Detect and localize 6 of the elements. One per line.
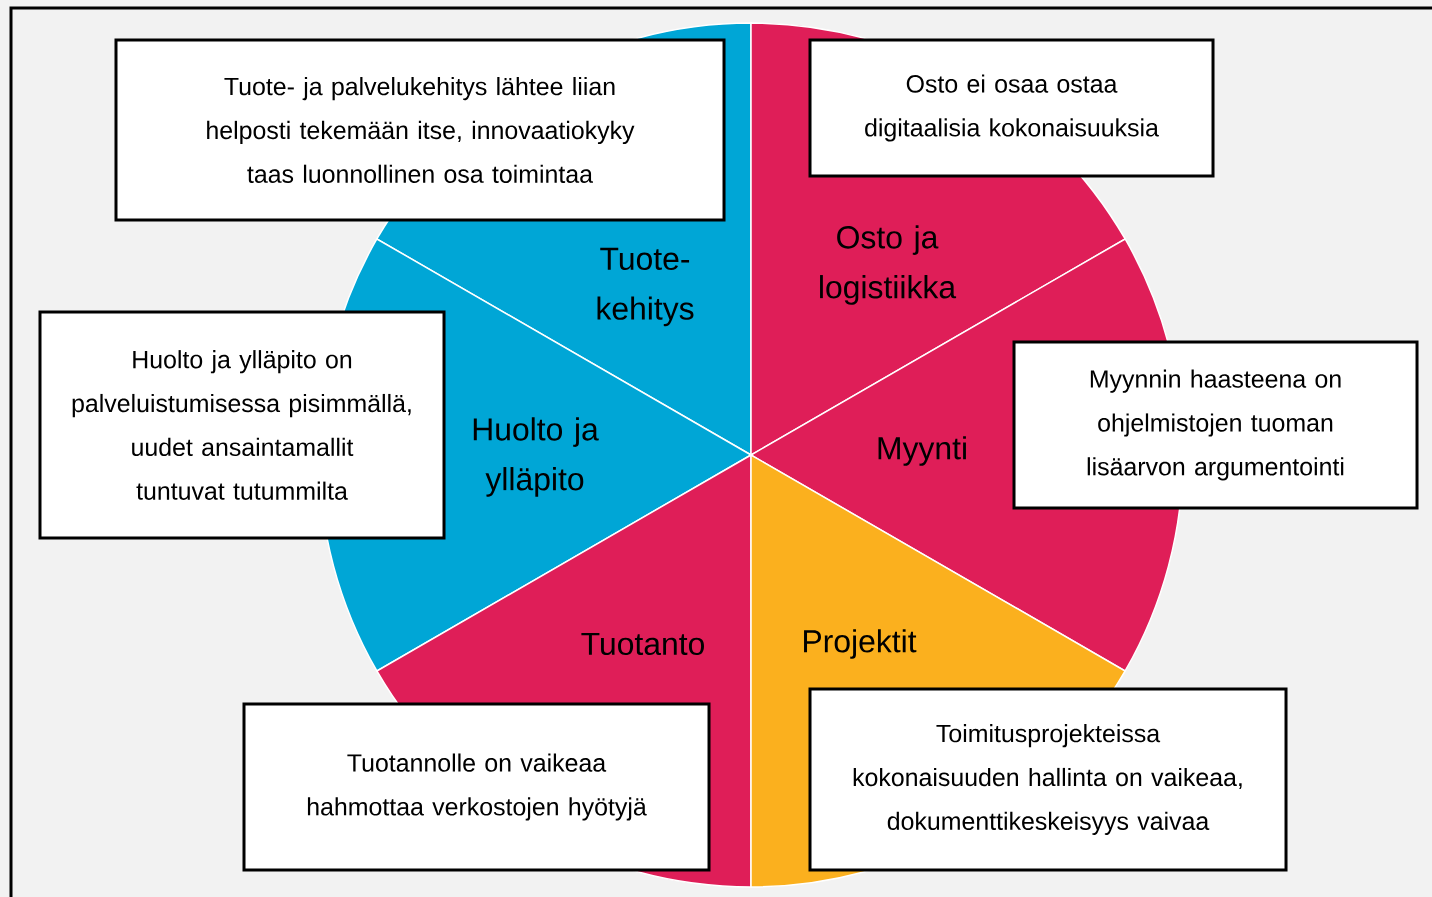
callout-box: Tuotannolle on vaikeaa hahmottaa verkostojen hyötyjä xyxy=(242,702,711,872)
callout-box: Myynnin haasteena on ohjelmistojen tuoman lisäarvon argumentointi xyxy=(1012,340,1419,510)
callout-box: Tuote- ja palvelukehitys lähtee liian helposti tekemään itse, innovaatiokyky taas luonnollinen osa toimintaa xyxy=(114,38,726,222)
callout-box: Toimitusprojekteissa kokonaisuuden hallinta on vaikeaa, dokumenttikeskeisyys vaivaa xyxy=(808,687,1288,872)
callout-box: Huolto ja ylläpito on palveluistumisessa pisimmällä, uudet ansaintamallit tuntuvat tutummilta xyxy=(38,310,446,540)
callout-box: Osto ei osaa ostaa digitaalisia kokonaisuuksia xyxy=(808,38,1215,178)
